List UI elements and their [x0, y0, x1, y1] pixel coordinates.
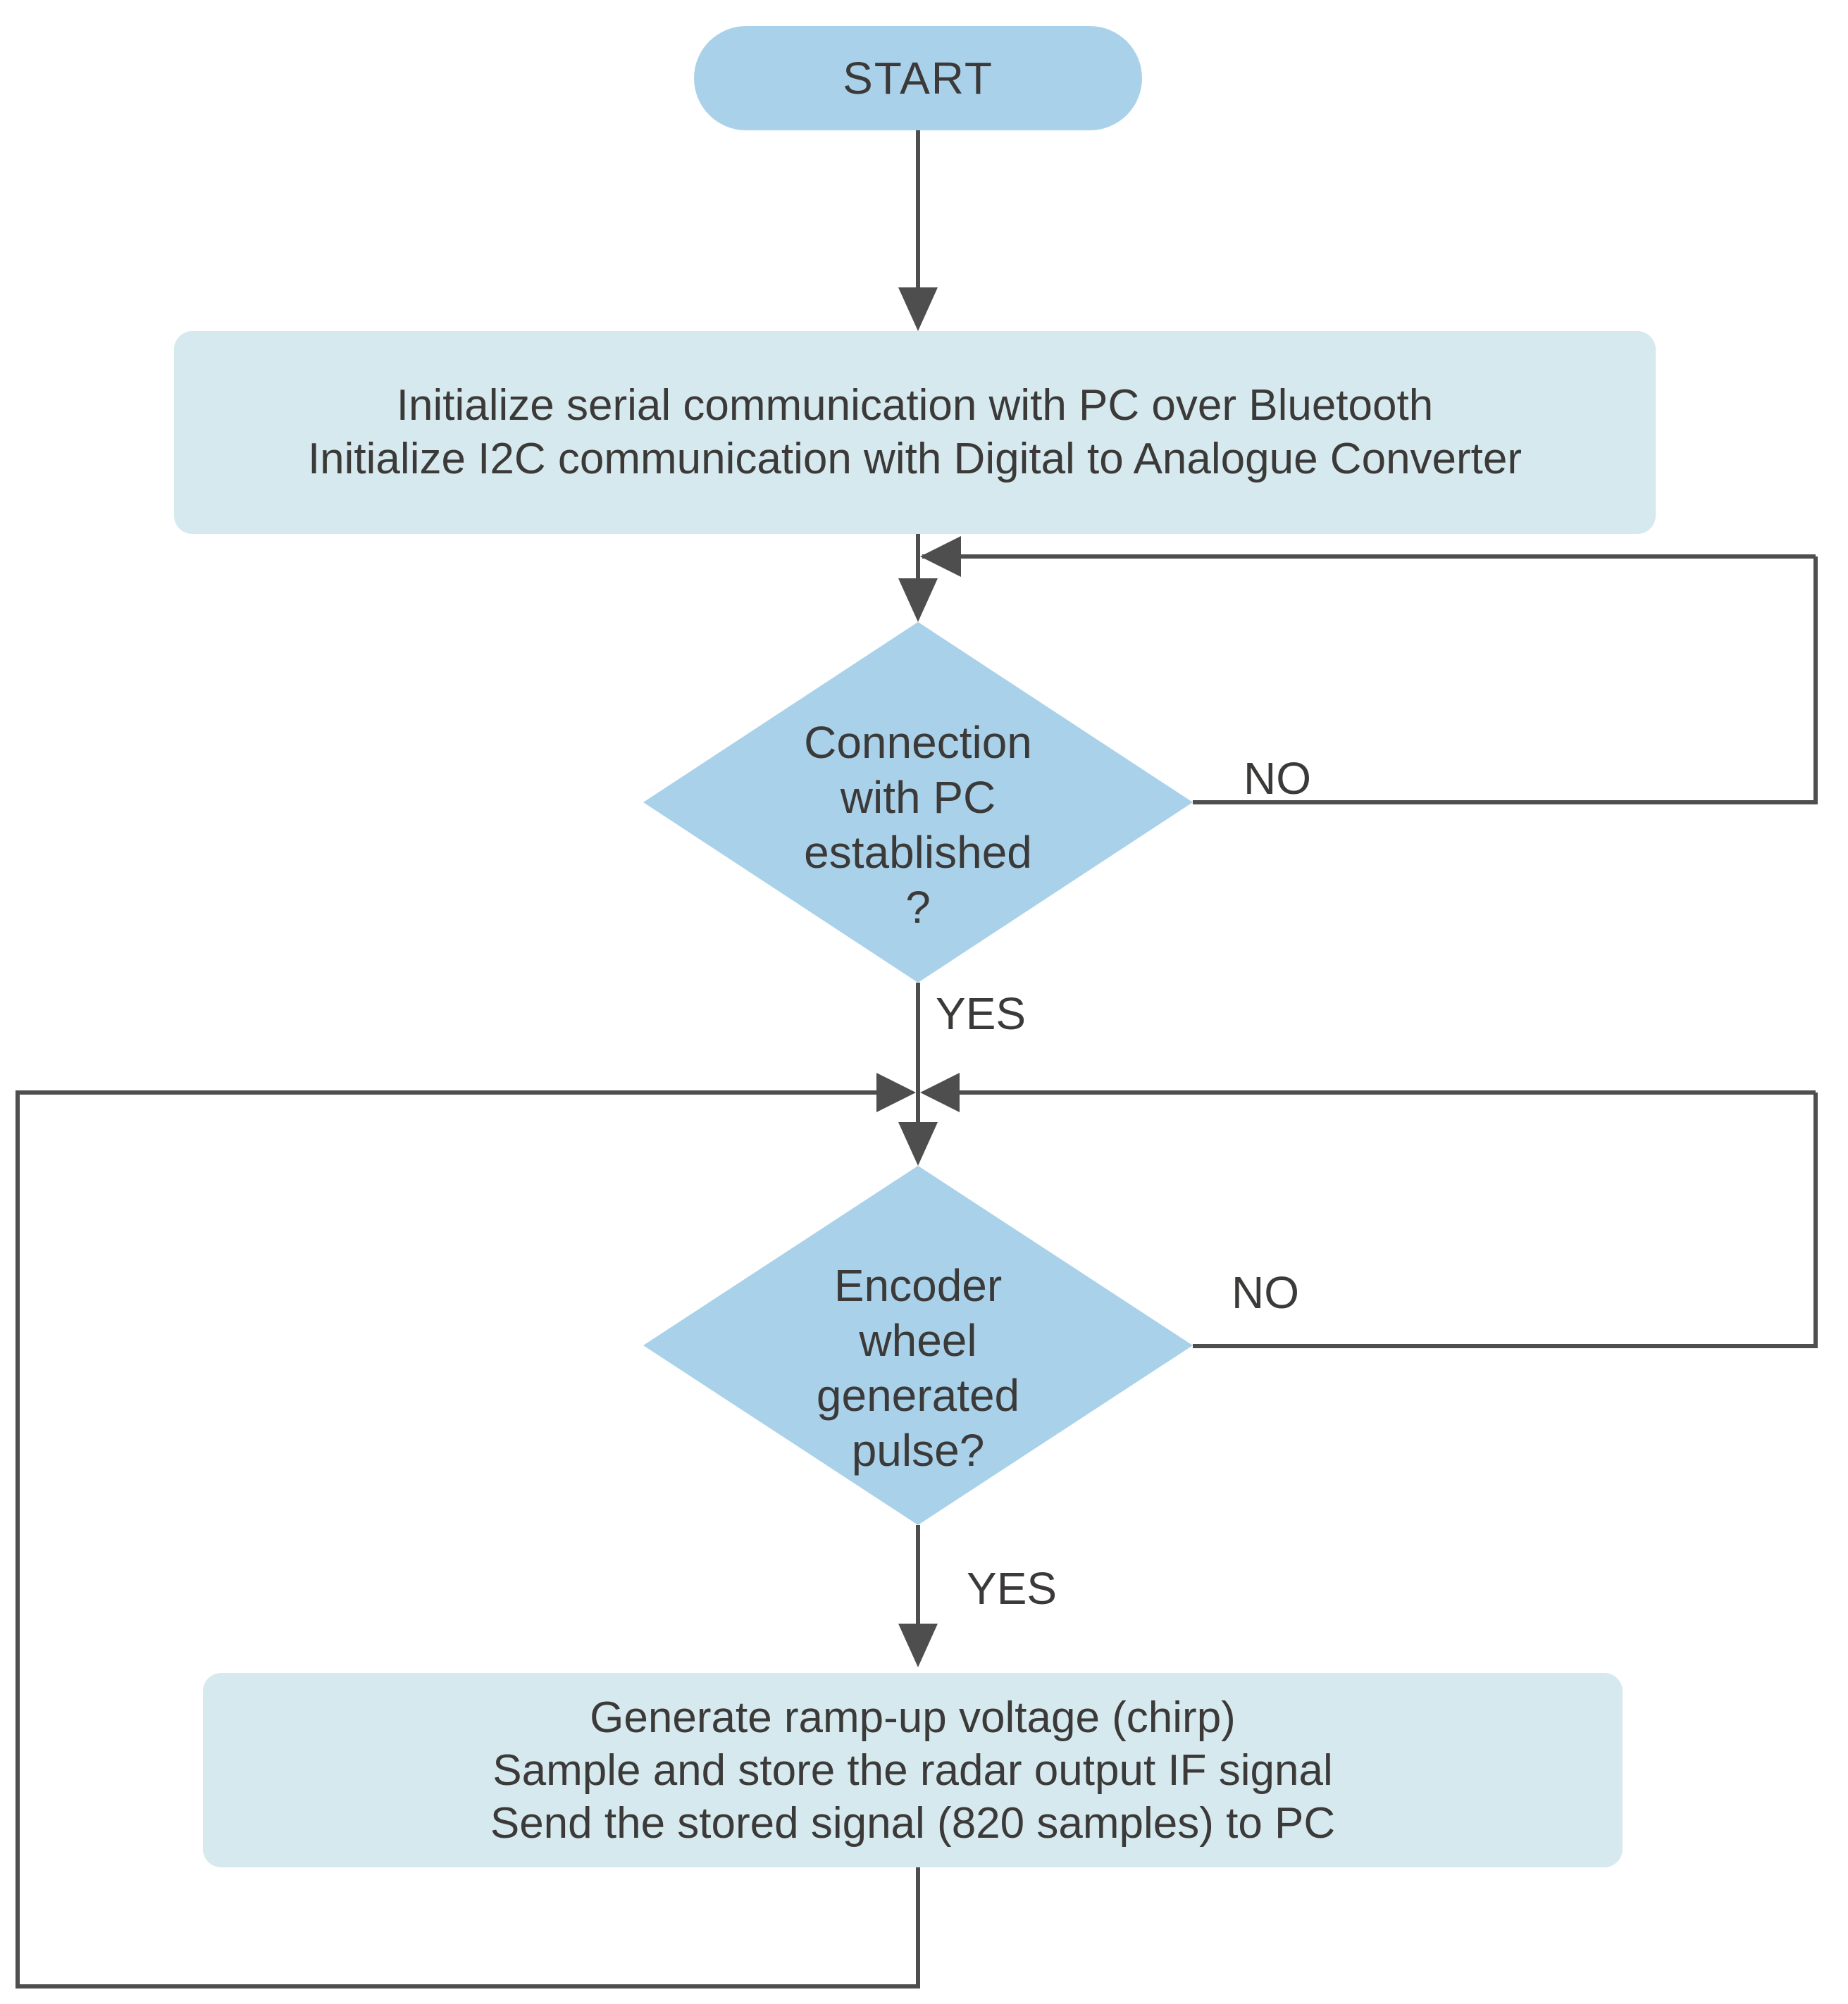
- arrowhead-into-process-box: [898, 1624, 938, 1667]
- arrowhead-no1-return: [920, 536, 961, 577]
- arrowhead-into-init-box: [898, 287, 938, 331]
- decision-pc-line3: established: [804, 827, 1032, 878]
- decision-encoder-line4: pulse?: [851, 1425, 985, 1476]
- decision-pc-line4: ?: [905, 882, 931, 933]
- process-box-line2: Sample and store the radar output IF sig…: [492, 1745, 1333, 1795]
- arrowhead-merge-from-left: [876, 1073, 916, 1112]
- label-yes-decision1: YES: [936, 988, 1027, 1039]
- init-process-box: Initialize serial communication with PC …: [174, 331, 1656, 534]
- init-box-line1: Initialize serial communication with PC …: [396, 381, 1434, 430]
- arrowhead-merge-from-right: [920, 1073, 960, 1112]
- edge-process-loop-left: [15, 1090, 920, 1989]
- process-box-line1: Generate ramp-up voltage (chirp): [590, 1693, 1236, 1742]
- start-label: START: [843, 53, 993, 104]
- decision-encoder-text: Encoder wheel generated pulse?: [817, 1258, 1019, 1478]
- label-no-decision1: NO: [1244, 753, 1311, 804]
- arrowhead-into-decision2: [898, 1122, 938, 1166]
- process-box-line3: Send the stored signal (820 samples) to …: [490, 1798, 1336, 1848]
- decision-pc-line2: with PC: [840, 772, 996, 823]
- init-box-line2: Initialize I2C communication with Digita…: [307, 435, 1523, 483]
- arrowhead-into-decision1: [898, 578, 938, 622]
- start-node: START: [694, 26, 1142, 130]
- decision-encoder-line2: wheel: [859, 1315, 977, 1366]
- generate-process-box: Generate ramp-up voltage (chirp) Sample …: [203, 1673, 1623, 1867]
- label-yes-decision2: YES: [967, 1563, 1058, 1614]
- decision-encoder-line1: Encoder: [833, 1260, 1003, 1311]
- decision-pc-text: Connection with PC established ?: [804, 715, 1032, 935]
- decision-encoder-line3: generated: [816, 1370, 1020, 1421]
- decision-pc-line1: Connection: [804, 717, 1032, 768]
- label-no-decision2: NO: [1232, 1267, 1299, 1318]
